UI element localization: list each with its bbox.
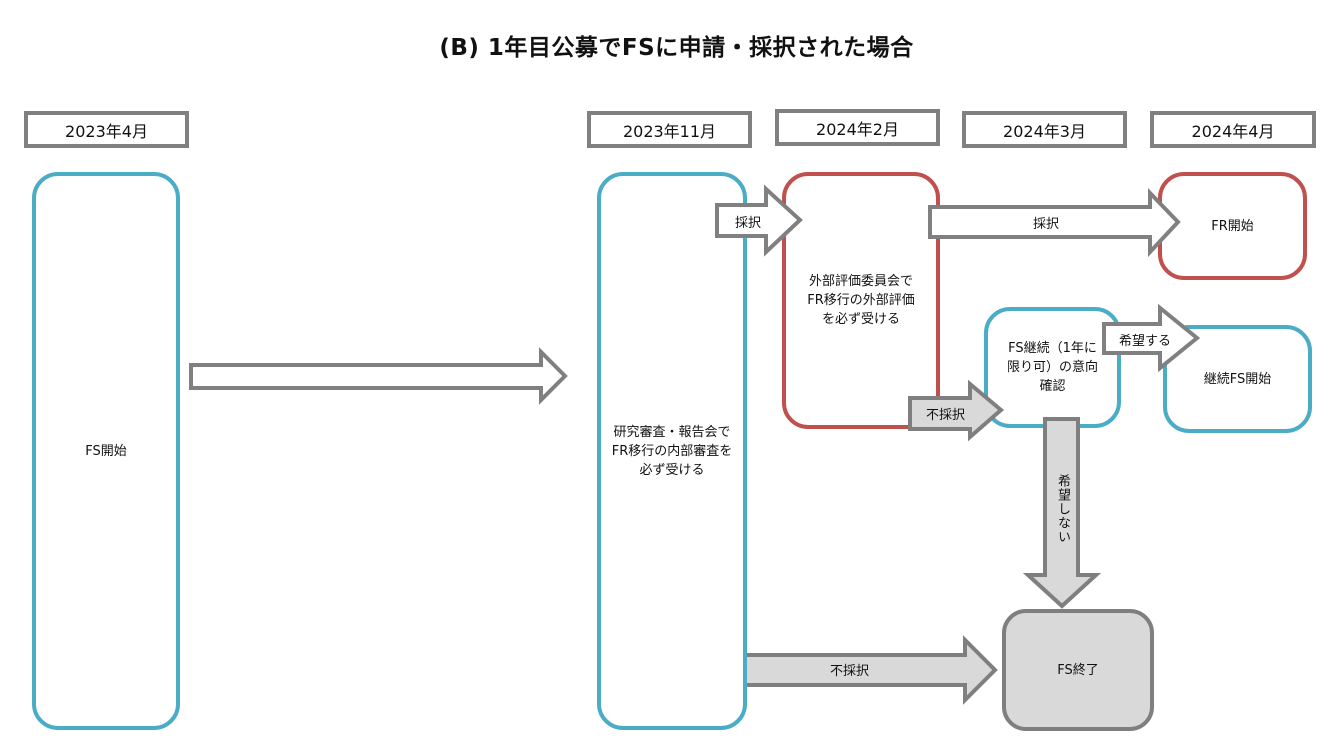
node-fs-start-label: FS開始 [85,443,127,459]
arrow-reject-to-end [725,635,998,705]
arrow-wish-yes-label: 希望する [1119,334,1172,349]
arrow-reject-1-label: 不採択 [926,408,966,423]
date-header-2024-04: 2024年4月 [1150,111,1316,148]
node-internal-review: 研究審査・報告会でFR移行の内部審査を必ず受ける [597,172,747,730]
node-fs-end: FS終了 [1002,609,1154,731]
diagram-title: (B) 1年目公募でFSに申請・採択された場合 [439,35,914,61]
node-fs-continue-check-label: FS継続（1年に限り可）の意向確認 [1006,341,1098,394]
arrow-adopt-to-external [715,184,803,257]
node-continued-fs-start-label: 継続FS開始 [1203,371,1272,387]
node-fr-start-label: FR開始 [1211,218,1254,234]
node-fs-end-label: FS終了 [1057,662,1099,678]
date-header-2024-03: 2024年3月 [962,111,1127,148]
date-header-2023-11: 2023年11月 [587,111,752,148]
arrow-wish-no [1022,417,1102,609]
arrow-reject-to-continue [908,379,1005,442]
node-fr-start: FR開始 [1158,172,1307,280]
arrow-wish-no-label: 希望しない [1055,474,1070,544]
arrow-reject-2-label: 不採択 [830,664,870,679]
node-external-review-label: 外部評価委員会でFR移行の外部評価を必ず受ける [807,274,915,327]
arrow-wish-yes [1102,303,1201,373]
arrow-adopt-1-label: 採択 [735,216,762,231]
arrow-fs-to-review [189,347,568,405]
node-fs-start: FS開始 [32,172,180,730]
arrow-adopt-to-fr [928,188,1181,258]
arrow-adopt-2-label: 採択 [1033,217,1060,232]
date-header-2023-04: 2023年4月 [24,111,189,148]
node-external-review: 外部評価委員会でFR移行の外部評価を必ず受ける [782,172,940,429]
node-internal-review-label: 研究審査・報告会でFR移行の内部審査を必ず受ける [611,424,733,478]
date-header-2024-02: 2024年2月 [775,109,940,146]
